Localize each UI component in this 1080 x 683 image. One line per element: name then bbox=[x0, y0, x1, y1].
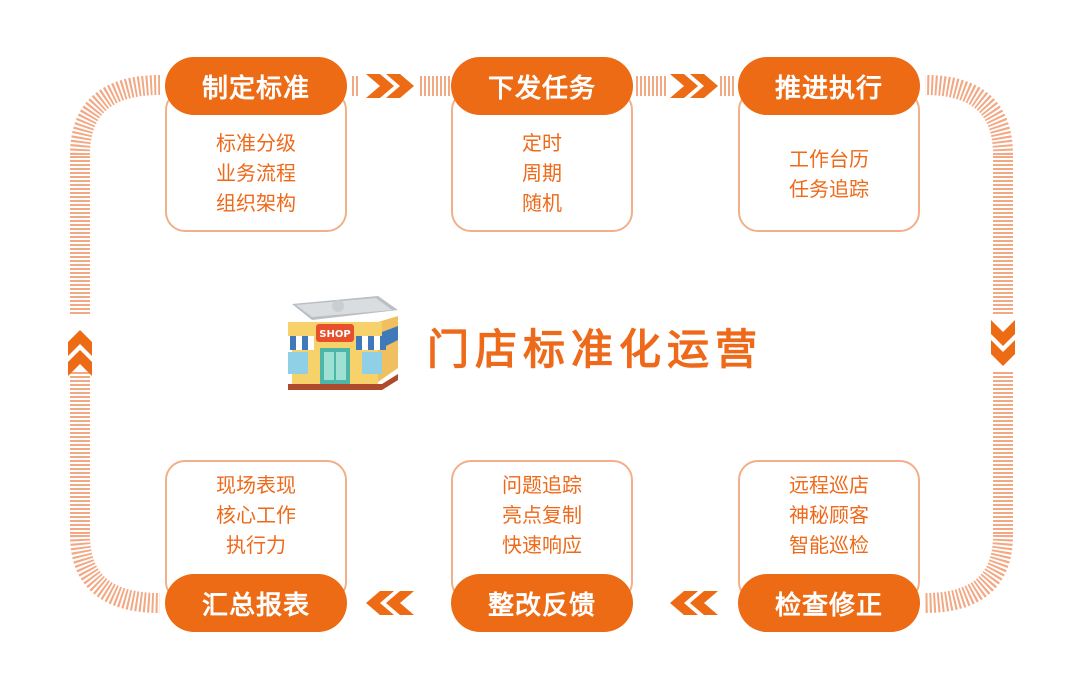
top-connector-1b bbox=[420, 76, 450, 96]
step-items: 问题追踪 亮点复制 快速响应 bbox=[453, 470, 631, 560]
chevron-right-icon bbox=[366, 74, 394, 98]
step-items: 现场表现 核心工作 执行力 bbox=[167, 470, 345, 560]
step-pill-execute: 推进执行 bbox=[738, 57, 920, 115]
step-item: 远程巡店 bbox=[789, 473, 869, 497]
right-connector bbox=[993, 155, 1013, 315]
step-item: 定时 bbox=[522, 131, 562, 155]
step-pill-issue-tasks: 下发任务 bbox=[451, 57, 633, 115]
step-item: 周期 bbox=[522, 161, 562, 185]
chevron-right-icon bbox=[690, 74, 718, 98]
step-item: 现场表现 bbox=[216, 473, 296, 497]
step-items: 远程巡店 神秘顾客 智能巡检 bbox=[740, 470, 918, 560]
step-items: 标准分级 业务流程 组织架构 bbox=[167, 128, 345, 218]
center-title: 门店标准化运营 bbox=[427, 325, 764, 374]
step-item: 随机 bbox=[522, 191, 562, 215]
chevron-up-icon bbox=[68, 330, 92, 356]
step-item: 亮点复制 bbox=[502, 503, 582, 527]
shop-sign: SHOP bbox=[319, 329, 350, 340]
top-connector-1a bbox=[350, 76, 360, 96]
step-pill-rectify-feedback: 整改反馈 bbox=[451, 574, 633, 632]
step-item: 标准分级 bbox=[216, 131, 296, 155]
step-items: 定时 周期 随机 bbox=[453, 128, 631, 218]
chevron-right-icon bbox=[670, 74, 698, 98]
chevron-left-icon bbox=[366, 591, 394, 615]
step-item: 业务流程 bbox=[216, 161, 296, 185]
step-item: 核心工作 bbox=[216, 503, 296, 527]
right-connector-lower bbox=[993, 370, 1013, 535]
step-items: 工作台历 任务追踪 bbox=[740, 144, 918, 204]
chevron-down-icon bbox=[991, 320, 1015, 346]
chevron-left-icon bbox=[670, 591, 698, 615]
chevron-left-icon bbox=[386, 591, 414, 615]
step-item: 问题追踪 bbox=[502, 473, 582, 497]
step-item: 执行力 bbox=[226, 533, 286, 557]
step-pill-define-standards: 制定标准 bbox=[165, 57, 347, 115]
chevron-left-icon bbox=[690, 591, 718, 615]
chevron-right-icon bbox=[386, 74, 414, 98]
left-connector bbox=[70, 155, 90, 315]
shop-icon: SHOP bbox=[284, 296, 398, 390]
step-item: 快速响应 bbox=[502, 533, 582, 557]
step-item: 任务追踪 bbox=[789, 177, 869, 201]
step-item: 组织架构 bbox=[216, 191, 296, 215]
top-connector-2b bbox=[720, 76, 734, 96]
step-item: 工作台历 bbox=[789, 147, 869, 171]
step-item: 神秘顾客 bbox=[789, 503, 869, 527]
corner-bottom-left bbox=[70, 534, 161, 613]
step-item: 智能巡检 bbox=[789, 533, 869, 557]
corner-top-left bbox=[70, 75, 161, 156]
step-pill-inspect-correct: 检查修正 bbox=[738, 574, 920, 632]
top-connector-2a bbox=[636, 76, 666, 96]
left-connector-lower bbox=[70, 370, 90, 535]
chevron-down-icon bbox=[991, 340, 1015, 366]
chevron-up-icon bbox=[68, 350, 92, 376]
corner-top-right bbox=[924, 75, 1013, 156]
step-pill-summary-report: 汇总报表 bbox=[165, 574, 347, 632]
corner-bottom-right bbox=[924, 534, 1013, 613]
